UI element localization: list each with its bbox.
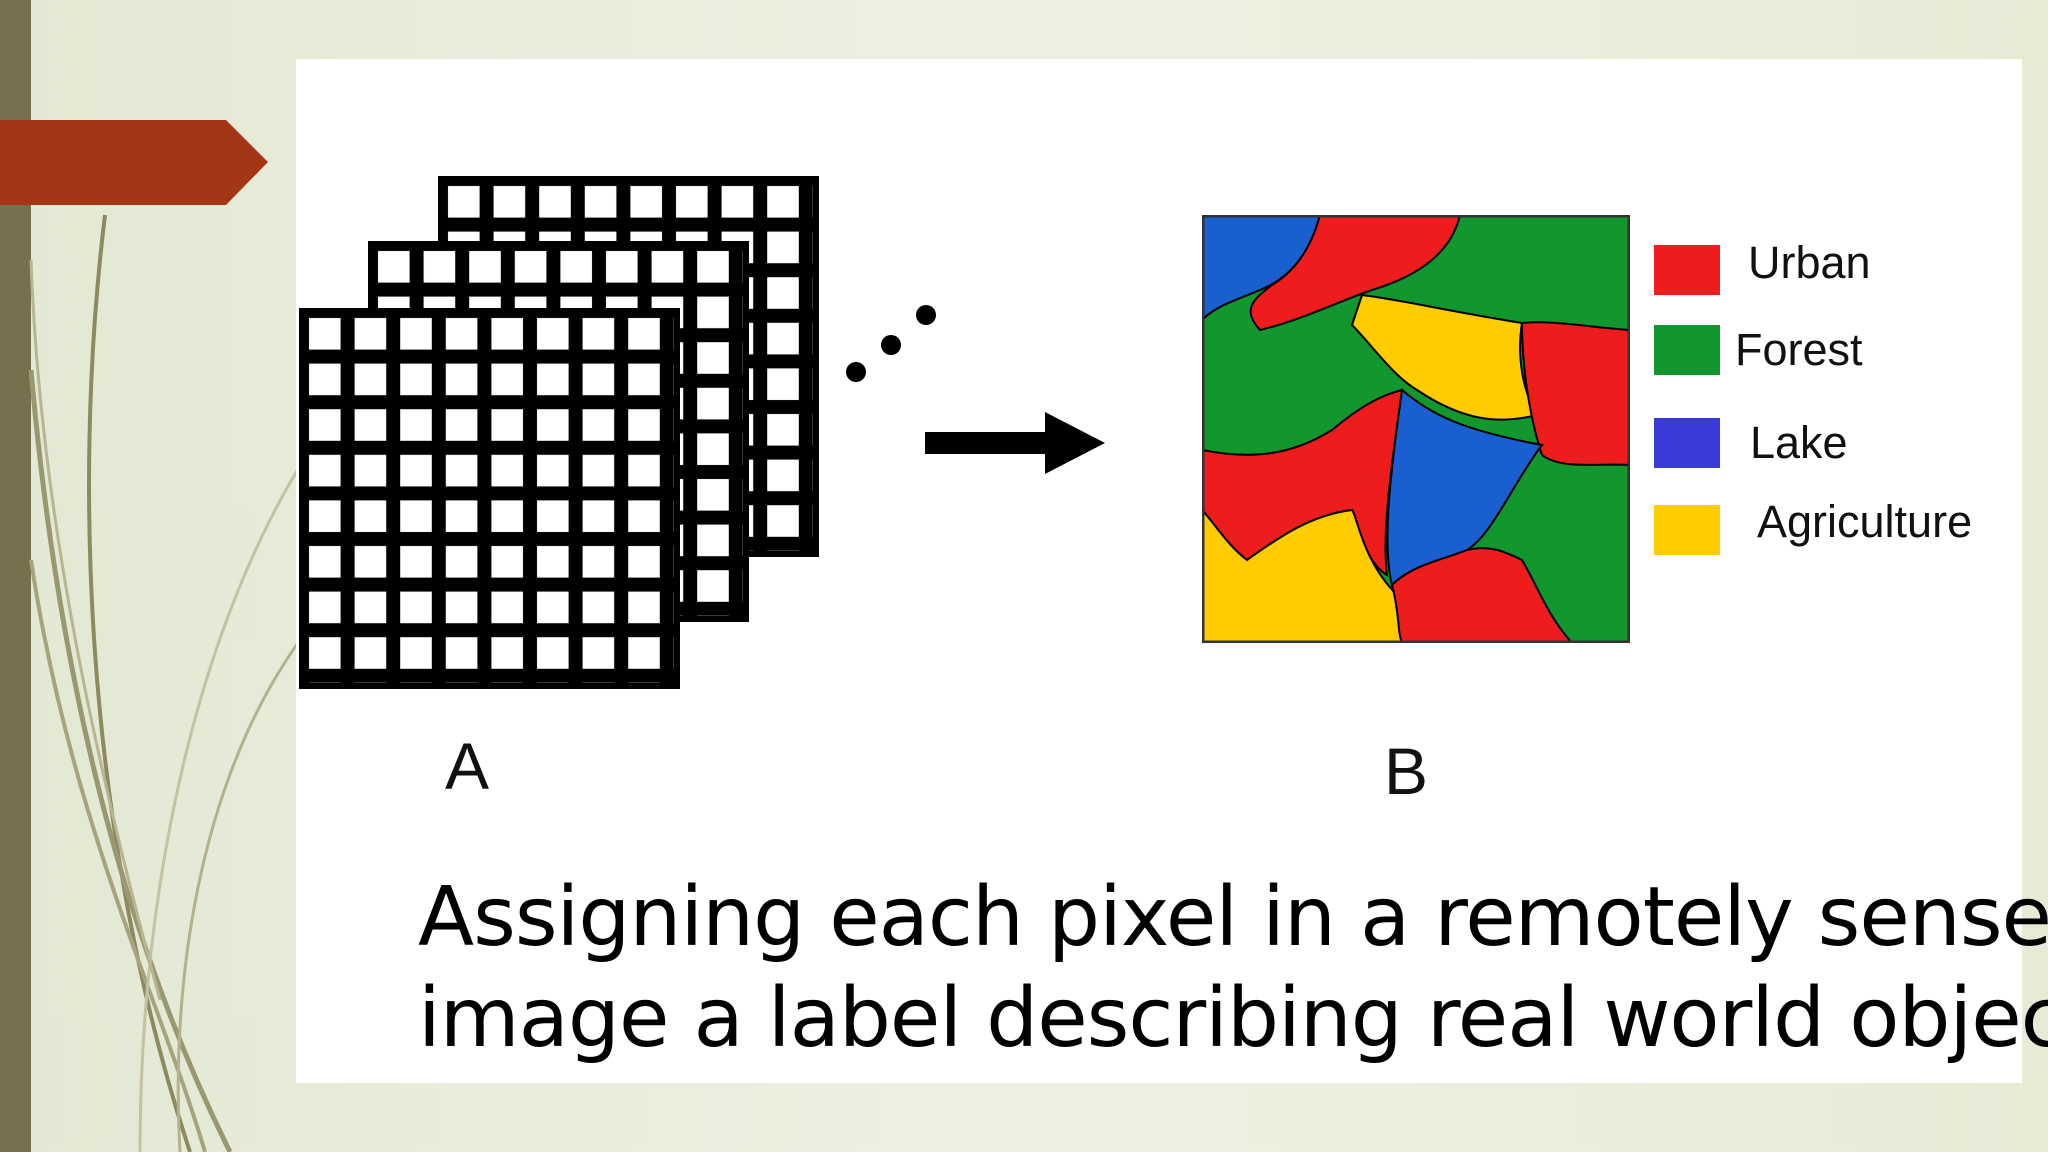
caption-line-2: image a label describing real world obje…: [418, 971, 2048, 1066]
legend-swatch-agriculture: [1654, 505, 1720, 555]
figure-label-a: A: [445, 729, 490, 803]
legend-label-agriculture: Agriculture: [1757, 496, 1973, 547]
caption-line-1: Assigning each pixel in a remotely sense…: [418, 870, 2048, 965]
grass-decoration-icon: [28, 214, 312, 1152]
legend-label-forest: Forest: [1735, 324, 1863, 375]
pixel-grid-layer-front: [299, 308, 680, 689]
stacked-pixel-grid-icon: [299, 176, 819, 689]
legend-label-lake: Lake: [1750, 417, 1848, 468]
figure-label-b: B: [1384, 734, 1429, 808]
legend-swatch-forest: [1654, 325, 1720, 375]
title-accent-arrow-icon: [0, 120, 268, 205]
classified-land-cover-map: [1202, 215, 1630, 643]
legend-label-urban: Urban: [1748, 237, 1871, 288]
legend-swatch-urban: [1654, 245, 1720, 295]
legend-swatch-lake: [1654, 418, 1720, 468]
